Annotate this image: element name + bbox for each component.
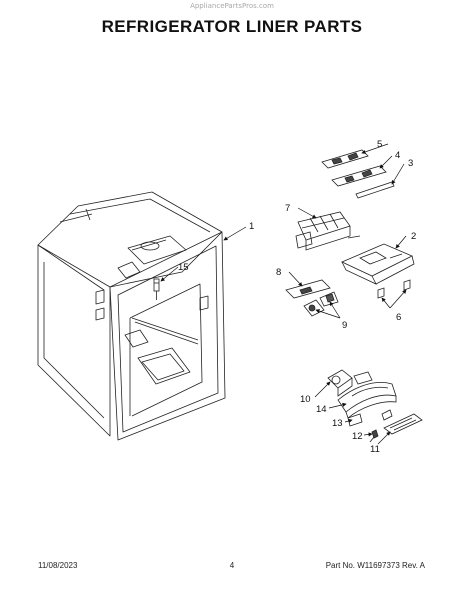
part-5-bracket: [321, 149, 369, 169]
footer-date: 11/08/2023: [38, 561, 78, 570]
callout-15: 15: [178, 262, 189, 273]
leader-lines: [160, 143, 407, 445]
callout-8: 8: [276, 267, 281, 278]
part-10-motor: [327, 369, 353, 397]
part-15-sensor: [153, 278, 160, 300]
callout-11: 11: [370, 444, 380, 455]
footer-part-number: Part No. W11697373 Rev. A: [325, 561, 425, 570]
part-3-strip: [355, 181, 395, 199]
callout-3: 3: [408, 158, 413, 169]
callout-6: 6: [396, 312, 401, 323]
callout-4: 4: [395, 150, 400, 161]
callout-13: 13: [332, 418, 343, 429]
footer-page-number: 4: [229, 561, 235, 570]
refrigerator-liner: [37, 191, 226, 441]
callout-9: 9: [342, 320, 347, 331]
watermark: AppliancePartsPros.com: [190, 2, 274, 10]
callout-7: 7: [285, 203, 290, 214]
part-8-bracket: [285, 279, 331, 299]
part-12-screw: [369, 429, 379, 443]
callout-5: 5: [377, 139, 382, 150]
part-9-module: [303, 291, 339, 317]
part-13-cap: [347, 409, 393, 427]
part-7-cover: [295, 211, 361, 251]
callout-2: 2: [411, 231, 416, 242]
part-6-clips: [377, 279, 411, 299]
part-2-housing: [341, 243, 415, 285]
callout-14: 14: [316, 404, 327, 415]
callout-10: 10: [300, 394, 311, 405]
callout-1: 1: [249, 221, 254, 232]
page-title: REFRIGERATOR LINER PARTS: [101, 17, 363, 36]
callout-12: 12: [352, 431, 363, 442]
part-4-bracket: [331, 165, 387, 187]
